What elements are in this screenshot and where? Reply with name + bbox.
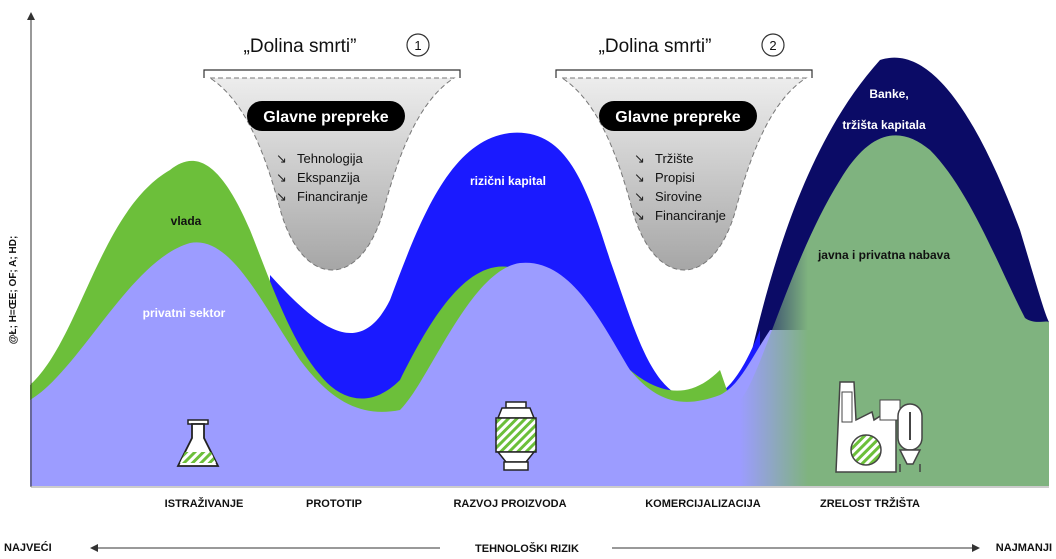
valley-1-bracket [203, 69, 461, 78]
valley-2-item-3-arrow: ↘ [634, 189, 645, 204]
valley-1-item-2: Ekspanzija [297, 170, 361, 185]
label-banks-line1: Banke, [869, 87, 908, 101]
risk-right-end: NAJMANJI [996, 542, 1052, 554]
label-public-private: javna i privatna nabava [817, 248, 950, 262]
valley-2-number: 2 [769, 38, 776, 53]
valley-1-item-3: Financiranje [297, 189, 368, 204]
valley-2-item-4-arrow: ↘ [634, 208, 645, 223]
valley-2-item-4: Financiranje [655, 208, 726, 223]
stage-label-2: PROTOTIP [306, 498, 362, 510]
valley-2-item-3: Sirovine [655, 189, 702, 204]
stage-label-1: ISTRAŽIVANJE [165, 497, 244, 510]
valley-2-title: „Dolina smrti” [599, 36, 712, 57]
valley-2-item-1-arrow: ↘ [634, 151, 645, 166]
valley-2-obstacles-pill [599, 101, 757, 131]
valley-1-number: 1 [414, 38, 421, 53]
valley-2-bracket [555, 69, 813, 78]
valley-2-item-1: Tržište [655, 151, 694, 166]
risk-left-end: NAJVEĆI [4, 541, 52, 554]
mature-market-band [740, 135, 1049, 486]
valley-1-item-2-arrow: ↘ [276, 170, 287, 185]
label-risk-capital: rizični kapital [470, 174, 546, 188]
risk-axis-label: TEHNOLOŠKI RIZIK [475, 542, 579, 555]
valley-1-item-1-arrow: ↘ [276, 151, 287, 166]
label-vlada: vlada [171, 214, 202, 228]
valley-1-item-1: Tehnologija [297, 151, 364, 166]
valley-2-item-2: Propisi [655, 170, 695, 185]
valley-1-obstacles-pill [247, 101, 405, 131]
valley-1-number-badge [406, 33, 430, 57]
valley-1-item-3-arrow: ↘ [276, 189, 287, 204]
stage-label-3: RAZVOJ PROIZVODA [453, 498, 566, 510]
factory-icon [835, 381, 923, 473]
stage-label-5: ZRELOST TRŽIŠTA [820, 497, 920, 510]
label-banks-line2: tržišta kapitala [842, 118, 926, 132]
valley-2-item-2-arrow: ↘ [634, 170, 645, 185]
valley-1-obstacles-title: Glavne prepreke [263, 109, 389, 126]
stage-label-4: KOMERCIJALIZACIJA [645, 498, 761, 510]
label-private-sector: privatni sektor [143, 306, 226, 320]
valley-2-number-badge [761, 33, 785, 57]
flask-icon [176, 419, 220, 467]
valley-2: „Dolina smrti” 2 Glavne prepreke ↘ Tržiš… [555, 33, 813, 271]
valley-2-obstacles-title: Glavne prepreke [615, 109, 741, 126]
y-axis-label: @Ł; H=ŒE; OF; A; HD; [8, 236, 19, 345]
valley-1-title: „Dolina smrti” [244, 36, 357, 57]
reactor-icon [495, 401, 537, 471]
valley-1: „Dolina smrti” 1 Glavne prepreke ↘ Tehno… [203, 33, 461, 271]
